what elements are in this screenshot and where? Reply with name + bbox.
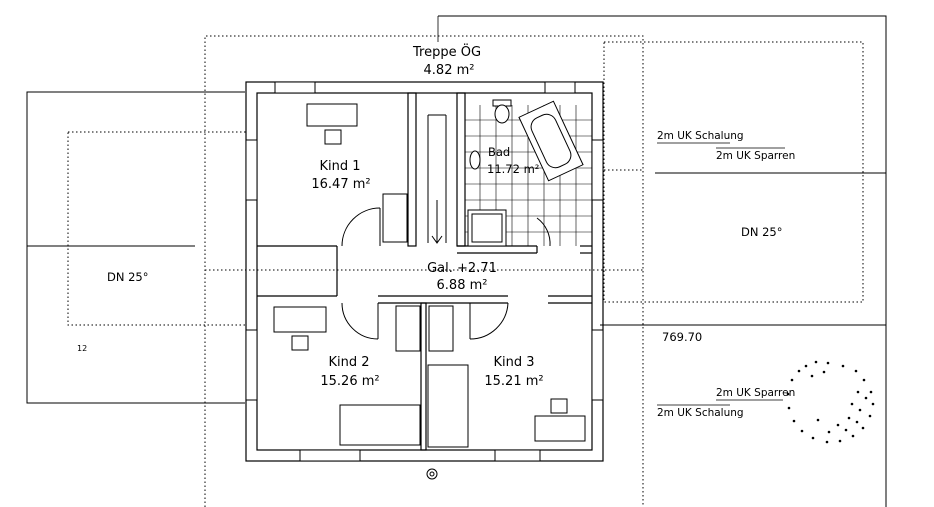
room-name-galerie: Gal. +2.71 <box>427 261 497 276</box>
roof-note-schalung-lower: 2m UK Schalung <box>657 407 744 419</box>
room-area-bad: 11.72 m² <box>487 162 539 176</box>
room-name-kind-1: Kind 1 <box>319 159 360 174</box>
roof-outlines <box>26 15 887 507</box>
roof-note-sparren-lower: 2m UK Sparren <box>716 387 795 399</box>
roof-pitch-right: DN 25° <box>741 225 783 239</box>
room-name-kind-3: Kind 3 <box>493 355 534 370</box>
room-area-kind-2: 15.26 m² <box>320 374 379 389</box>
column-mark-inner <box>429 471 435 477</box>
door-swings <box>341 207 551 340</box>
stair-area: 4.82 m² <box>424 63 475 78</box>
stair-flight <box>427 114 447 244</box>
windows <box>245 81 604 462</box>
small-mark: 12 <box>77 344 87 353</box>
room-name-kind-2: Kind 2 <box>328 355 369 370</box>
column-mark <box>426 468 438 480</box>
dotted-roof-edges <box>67 35 864 507</box>
tree-symbol <box>786 360 875 444</box>
room-name-bad: Bad <box>488 145 510 159</box>
stair-name: Treppe ÖG <box>412 43 481 60</box>
furniture <box>273 103 586 448</box>
elevation-mark: 769.70 <box>662 330 702 344</box>
roof-note-sparren-upper: 2m UK Sparren <box>716 150 795 162</box>
roof-note-schalung-upper: 2m UK Schalung <box>657 130 744 142</box>
room-area-galerie: 6.88 m² <box>437 278 488 293</box>
room-area-kind-1: 16.47 m² <box>311 177 370 192</box>
bathroom-fixtures <box>467 99 584 247</box>
dimension-lines <box>437 16 785 406</box>
roof-pitch-left: DN 25° <box>107 270 149 284</box>
room-area-kind-3: 15.21 m² <box>484 374 543 389</box>
